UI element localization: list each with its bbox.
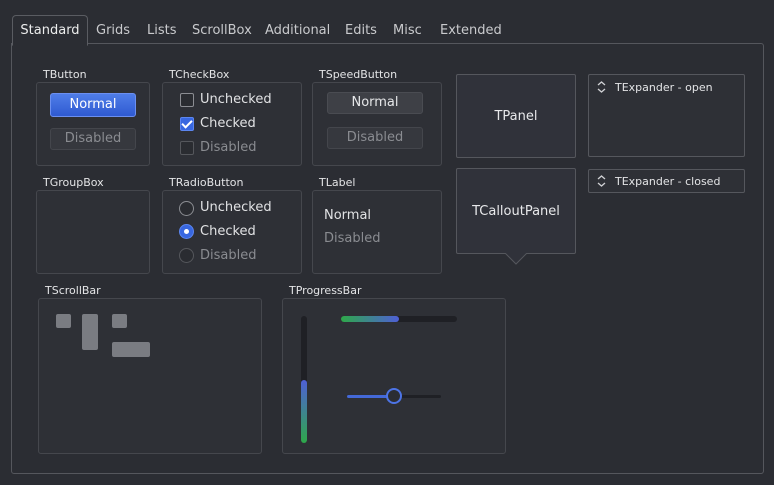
vertical-progressbar xyxy=(301,316,307,443)
horizontal-progressbar xyxy=(341,316,457,322)
normal-speedbutton[interactable]: Normal xyxy=(327,92,423,114)
trackbar[interactable] xyxy=(347,388,441,404)
checked-checkbox[interactable] xyxy=(180,117,194,131)
tprogressbar-group xyxy=(282,298,506,454)
normal-button[interactable]: Normal xyxy=(50,93,136,117)
tlabel-title: TLabel xyxy=(319,176,356,189)
horizontal-scrollbar-thumb[interactable] xyxy=(112,342,150,357)
tcheckbox-title: TCheckBox xyxy=(169,68,230,81)
checked-radio-label[interactable]: Checked xyxy=(200,224,256,239)
texpander-open-label[interactable]: TExpander - open xyxy=(615,81,713,94)
tab-grids[interactable]: Grids xyxy=(96,23,131,38)
tscrollbar-group xyxy=(38,298,262,454)
tcalloutpanel: TCalloutPanel xyxy=(456,168,576,254)
tspeedbutton-title: TSpeedButton xyxy=(319,68,398,81)
scrollbar-thumb[interactable] xyxy=(112,314,127,328)
tlabel-group: Normal Disabled xyxy=(312,190,442,274)
disabled-checkbox xyxy=(180,141,194,155)
tab-edits[interactable]: Edits xyxy=(345,23,377,38)
unchecked-radio[interactable] xyxy=(179,201,194,216)
tradiobutton-group: Unchecked Checked Disabled xyxy=(162,190,302,274)
trackbar-fill xyxy=(347,395,394,398)
tscrollbar-title: TScrollBar xyxy=(45,284,101,297)
texpander-closed[interactable]: TExpander - closed xyxy=(588,169,745,193)
tab-scrollbox[interactable]: ScrollBox xyxy=(192,23,252,38)
horizontal-progress-fill xyxy=(341,316,399,322)
tspeedbutton-group: Normal Disabled xyxy=(312,82,442,166)
tab-misc[interactable]: Misc xyxy=(393,23,422,38)
expand-toggle-icon[interactable] xyxy=(597,175,606,187)
tbutton-group: Normal Disabled xyxy=(36,82,150,166)
checked-radio[interactable] xyxy=(179,224,194,239)
vertical-scrollbar-thumb[interactable] xyxy=(82,314,98,350)
tbutton-title: TButton xyxy=(43,68,87,81)
vertical-progress-fill xyxy=(301,379,307,443)
tab-lists[interactable]: Lists xyxy=(147,23,177,38)
disabled-label: Disabled xyxy=(324,231,381,246)
checked-checkbox-label[interactable]: Checked xyxy=(200,116,256,131)
normal-label: Normal xyxy=(324,208,372,223)
disabled-speedbutton: Disabled xyxy=(327,127,423,149)
tprogressbar-title: TProgressBar xyxy=(289,284,362,297)
tgroupbox xyxy=(36,190,150,274)
texpander-open: TExpander - open xyxy=(588,74,745,157)
disabled-button: Disabled xyxy=(50,128,136,150)
tcheckbox-group: Unchecked Checked Disabled xyxy=(162,82,302,166)
tradiobutton-title: TRadioButton xyxy=(169,176,244,189)
unchecked-checkbox-label[interactable]: Unchecked xyxy=(200,92,272,107)
tgroupbox-title: TGroupBox xyxy=(43,176,104,189)
expand-toggle-icon[interactable] xyxy=(597,81,606,93)
tab-page-standard xyxy=(11,43,764,474)
disabled-radio-label: Disabled xyxy=(200,248,257,263)
callout-pointer xyxy=(504,253,528,265)
scrollbar-thumb[interactable] xyxy=(56,314,71,328)
tcalloutpanel-label: TCalloutPanel xyxy=(472,204,560,219)
texpander-closed-label[interactable]: TExpander - closed xyxy=(615,175,721,188)
tab-extended[interactable]: Extended xyxy=(440,23,502,38)
trackbar-thumb[interactable] xyxy=(386,388,402,404)
tab-additional[interactable]: Additional xyxy=(265,23,331,38)
unchecked-radio-label[interactable]: Unchecked xyxy=(200,200,272,215)
unchecked-checkbox[interactable] xyxy=(180,93,194,107)
tpanel: TPanel xyxy=(456,74,576,158)
tpanel-label: TPanel xyxy=(494,109,538,124)
disabled-checkbox-label: Disabled xyxy=(200,140,257,155)
tab-standard[interactable]: Standard xyxy=(12,15,88,46)
disabled-radio xyxy=(179,248,194,263)
